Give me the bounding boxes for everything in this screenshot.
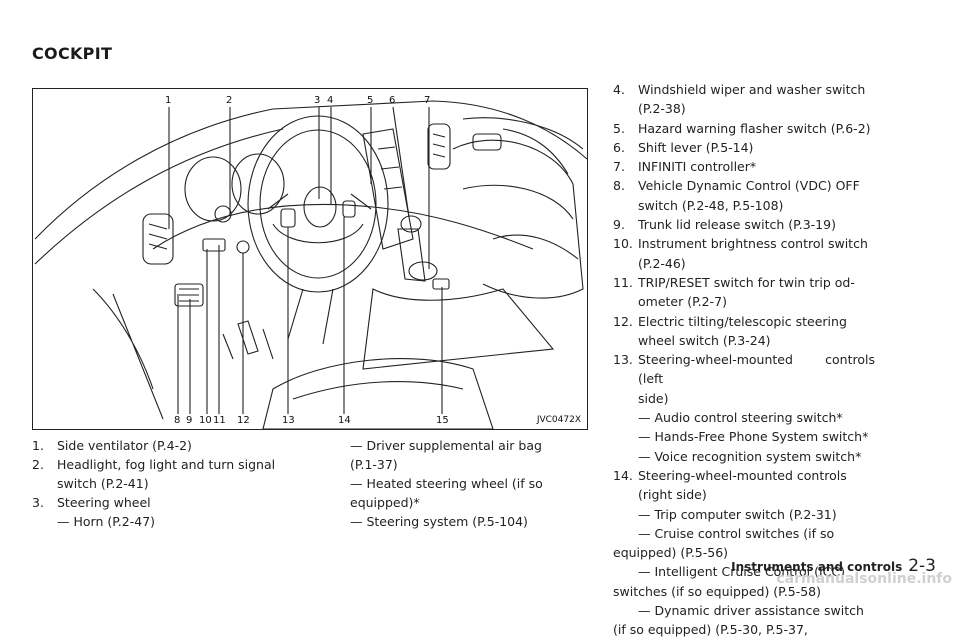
callout-4: 4 bbox=[327, 95, 334, 106]
list-item-number: 12. bbox=[613, 313, 633, 329]
list-item-continuation: switch (P.2-41) bbox=[57, 476, 149, 491]
list-item-text: INFINITI controller* bbox=[638, 159, 757, 175]
cockpit-illustration: 1 2 3 4 5 6 7 8 9 10 11 12 13 14 15 JVC0… bbox=[32, 88, 588, 430]
callout-5: 5 bbox=[367, 95, 374, 106]
cockpit-drawing bbox=[34, 100, 588, 430]
list-item-text: Headlight, fog light and turn signal bbox=[57, 457, 276, 472]
list-item: 3. Steering wheel bbox=[32, 493, 302, 512]
list-subitem: — Dynamic driver assistance switch bbox=[638, 603, 864, 619]
list-item-number: 8. bbox=[613, 178, 625, 194]
list-subitem: — Heated steering wheel (if so bbox=[350, 476, 543, 491]
list-subitem: equipped) (P.5-56) bbox=[613, 545, 729, 561]
list-item-number: 10. bbox=[613, 236, 633, 252]
callout-12: 12 bbox=[237, 415, 250, 426]
list-subitem: — Trip computer switch (P.2-31) bbox=[638, 506, 837, 522]
list-item-number: 9. bbox=[613, 217, 625, 233]
callout-14: 14 bbox=[338, 415, 351, 426]
watermark: carmanualsonline.info bbox=[776, 571, 952, 587]
parts-list-middle: — Driver supplemental air bag (P.1-37) —… bbox=[350, 436, 590, 531]
list-item: 7. INFINITI controller* bbox=[613, 157, 875, 176]
list-item-text: Hazard warning flasher switch (P.6-2) bbox=[638, 120, 871, 136]
list-subitem: — Voice recognition system switch* bbox=[638, 448, 862, 464]
list-subitem: — Intelligent Cruise Control (ICC) bbox=[638, 564, 846, 580]
list-subitem: (if so equipped) (P.5-30, P.5-37, bbox=[613, 622, 808, 638]
list-item-text: Windshield wiper and washer switch bbox=[638, 82, 866, 97]
callout-1: 1 bbox=[165, 95, 172, 106]
list-item-continuation: (right side) bbox=[638, 487, 707, 503]
list-item-text: Side ventilator (P.4-2) bbox=[57, 438, 192, 453]
list-subitem: — Driver supplemental air bag bbox=[350, 438, 542, 453]
callout-6: 6 bbox=[389, 95, 396, 106]
list-subitem: — Steering system (P.5-104) bbox=[350, 514, 528, 529]
list-item-text: Shift lever (P.5-14) bbox=[638, 139, 754, 155]
list-item: 14. Steering-wheel-mounted controls bbox=[613, 466, 875, 485]
list-item-text: TRIP/RESET switch for twin trip od- bbox=[638, 274, 855, 290]
callout-10: 10 bbox=[199, 415, 212, 426]
list-item-number: 5. bbox=[613, 120, 625, 136]
list-item: 2. Headlight, fog light and turn signal bbox=[32, 455, 302, 474]
list-item: 8. Vehicle Dynamic Control (VDC) OFF bbox=[613, 176, 875, 195]
callout-3: 3 bbox=[314, 95, 321, 106]
callout-13: 13 bbox=[282, 415, 295, 426]
list-item-number: 6. bbox=[613, 139, 625, 155]
list-item-text: Trunk lid release switch (P.3-19) bbox=[638, 217, 836, 233]
list-item-text: Instrument brightness control switch bbox=[638, 236, 868, 252]
list-item: 4. Windshield wiper and washer switch bbox=[613, 80, 875, 99]
list-item: 5. Hazard warning flasher switch (P.6-2) bbox=[613, 119, 875, 138]
list-item-continuation: (P.2-38) bbox=[638, 101, 686, 117]
callout-15: 15 bbox=[436, 415, 449, 426]
list-item-continuation: ometer (P.2-7) bbox=[638, 294, 727, 310]
list-item-text: Steering-wheel-mounted controls bbox=[638, 467, 847, 483]
list-item-number: 3. bbox=[32, 495, 44, 510]
list-item-number: 4. bbox=[613, 82, 625, 97]
list-item: 10. Instrument brightness control switch bbox=[613, 234, 875, 253]
list-subitem: (P.1-37) bbox=[350, 457, 398, 472]
list-item-continuation: (P.2-46) bbox=[638, 255, 686, 271]
page-footer: Instruments and controls 2-3 bbox=[731, 556, 936, 576]
callout-2: 2 bbox=[226, 95, 233, 106]
list-item-text: Steering-wheel-mounted controls (left bbox=[638, 352, 875, 387]
section-name: Instruments and controls bbox=[731, 560, 903, 574]
callout-11: 11 bbox=[213, 415, 226, 426]
page-number: 2-3 bbox=[908, 556, 936, 576]
figure-code: JVC0472X bbox=[536, 415, 581, 425]
list-item-number: 7. bbox=[613, 159, 625, 175]
list-item-text: Electric tilting/telescopic steering bbox=[638, 313, 847, 329]
list-item: 12. Electric tilting/telescopic steering bbox=[613, 312, 875, 331]
list-item-number: 1. bbox=[32, 438, 44, 453]
list-item-number: 2. bbox=[32, 457, 44, 472]
list-item: 13. Steering-wheel-mounted controls (left bbox=[613, 350, 875, 389]
list-item: 9. Trunk lid release switch (P.3-19) bbox=[613, 215, 875, 234]
list-item: 1. Side ventilator (P.4-2) bbox=[32, 436, 302, 455]
list-item-continuation: side) bbox=[638, 390, 669, 406]
list-item-text: Vehicle Dynamic Control (VDC) OFF bbox=[638, 178, 860, 194]
list-item-continuation: switch (P.2-48, P.5-108) bbox=[638, 197, 784, 213]
list-item-number: 13. bbox=[613, 352, 633, 368]
list-subitem: — Horn (P.2-47) bbox=[57, 514, 156, 529]
callout-8: 8 bbox=[174, 415, 181, 426]
parts-list-left: 1. Side ventilator (P.4-2) 2. Headlight,… bbox=[32, 436, 302, 531]
list-subitem: — Hands-Free Phone System switch* bbox=[638, 429, 869, 445]
list-subitem: — Audio control steering switch* bbox=[638, 410, 843, 426]
callout-9: 9 bbox=[186, 415, 193, 426]
parts-list-right: 4. Windshield wiper and washer switch (P.… bbox=[613, 80, 875, 640]
list-item: 6. Shift lever (P.5-14) bbox=[613, 138, 875, 157]
list-item-text: Steering wheel bbox=[57, 495, 151, 510]
page-title: COCKPIT bbox=[32, 44, 113, 63]
list-subitem: — Cruise control switches (if so bbox=[638, 525, 835, 541]
list-item-number: 11. bbox=[613, 274, 633, 290]
list-item-continuation: wheel switch (P.3-24) bbox=[638, 332, 771, 348]
list-subitem: equipped)* bbox=[350, 495, 420, 510]
list-item: 11. TRIP/RESET switch for twin trip od- bbox=[613, 273, 875, 292]
list-item-number: 14. bbox=[613, 467, 633, 483]
callout-7: 7 bbox=[424, 95, 431, 106]
